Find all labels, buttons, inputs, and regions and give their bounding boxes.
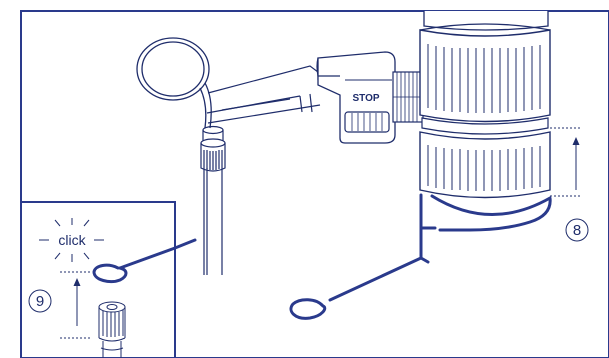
inset-panel: click 9	[21, 202, 195, 358]
click-label: click	[58, 232, 86, 248]
tube-icon	[201, 127, 225, 276]
column-icon	[420, 11, 550, 198]
up-arrow-head	[573, 137, 580, 145]
stop-label: STOP	[352, 93, 379, 104]
clip-wire-icon	[291, 195, 550, 318]
clip-ring-icon	[94, 240, 195, 282]
small-cap-icon	[99, 302, 125, 358]
up-arrow-head	[74, 278, 81, 286]
step-9-number: 9	[36, 293, 44, 310]
coil-loop-icon	[137, 38, 211, 128]
clamp-arm-icon	[207, 66, 320, 123]
stop-valve: STOP	[317, 52, 423, 143]
step-8-number: 8	[573, 222, 581, 239]
